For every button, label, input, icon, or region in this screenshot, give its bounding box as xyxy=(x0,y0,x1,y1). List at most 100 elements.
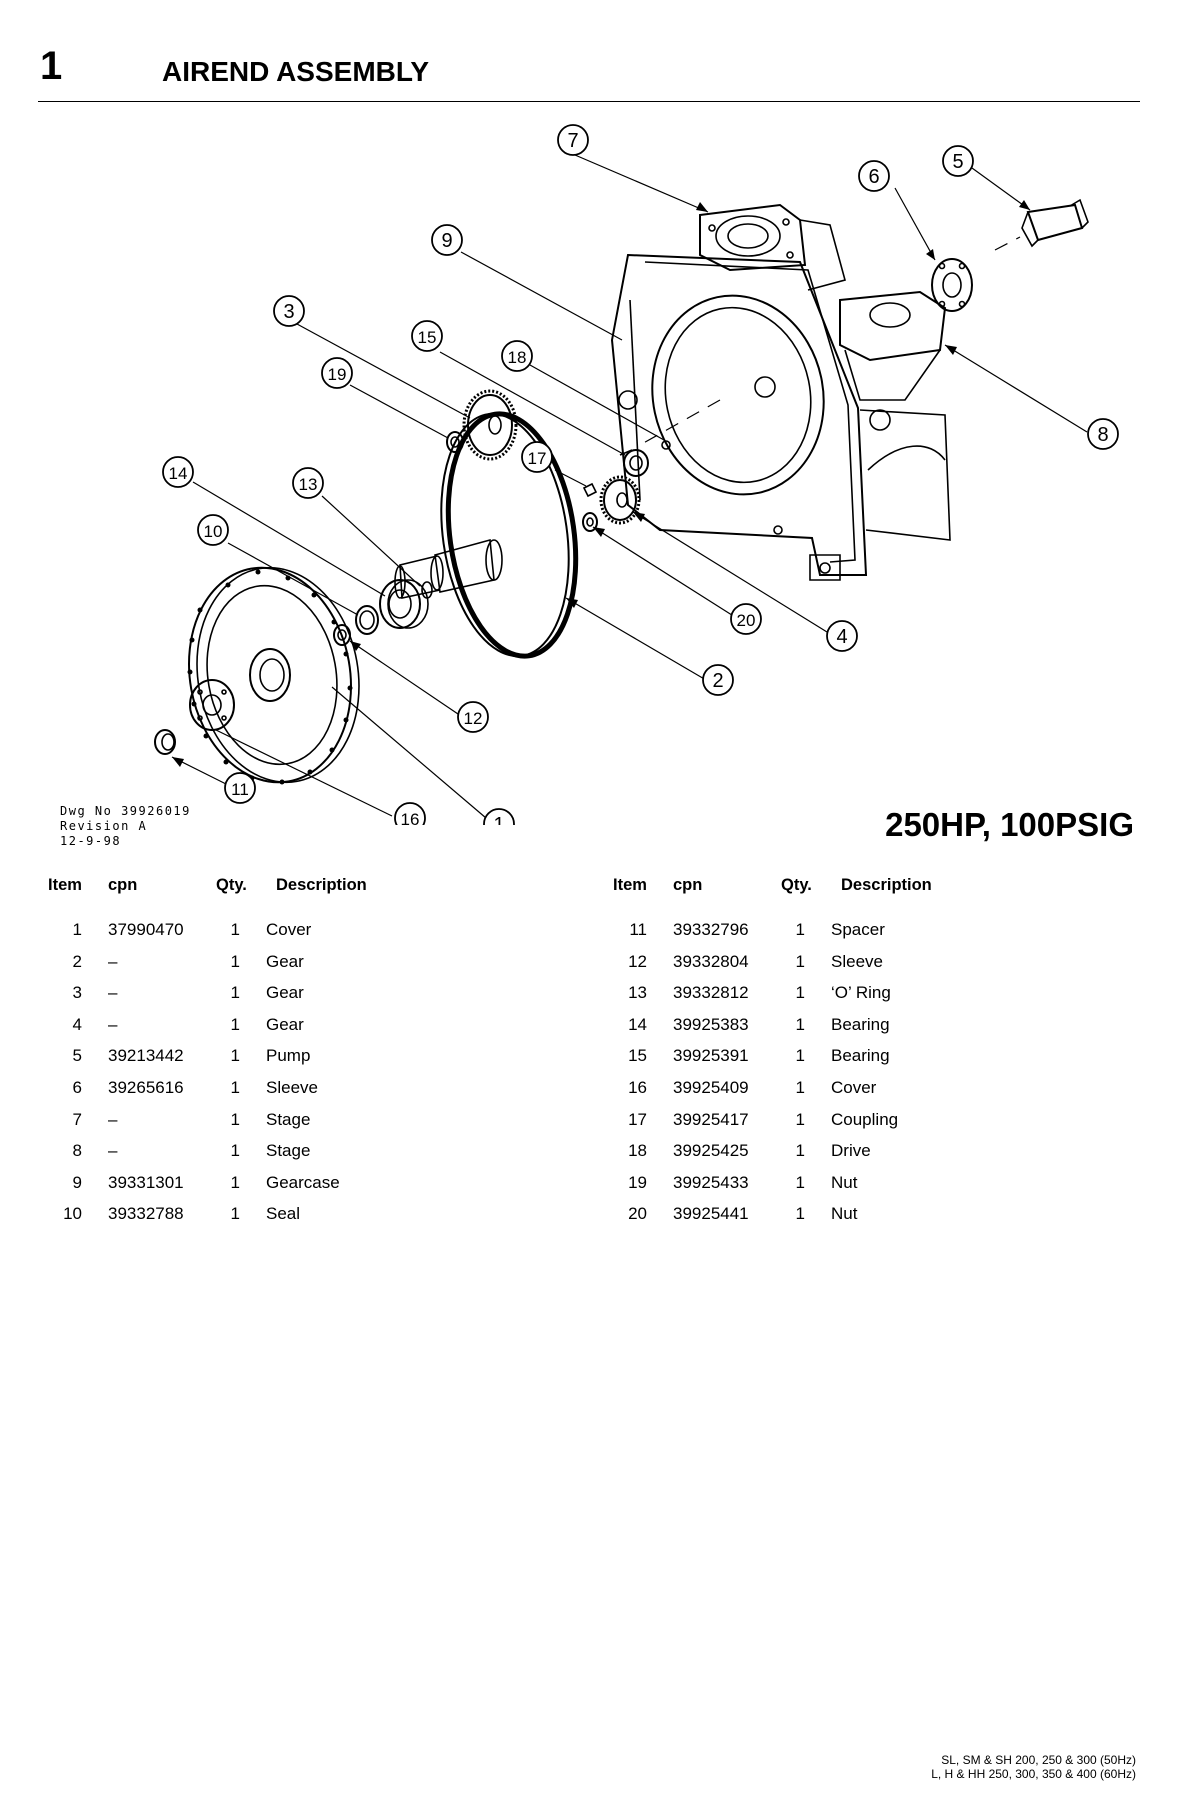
cell-item: 14 xyxy=(628,1014,647,1034)
cell-cpn: – xyxy=(108,951,118,971)
svg-text:16: 16 xyxy=(401,810,420,825)
section-number: 1 xyxy=(40,44,63,88)
cell-item: 12 xyxy=(628,951,647,971)
cell-qty: 1 xyxy=(795,1172,805,1192)
cell-item: 6 xyxy=(72,1077,82,1097)
cell-qty: 1 xyxy=(795,951,805,971)
cell-item: 4 xyxy=(72,1014,82,1034)
column-header-qty: Qty. xyxy=(781,876,812,894)
cell-cpn: 39331301 xyxy=(108,1172,184,1192)
svg-text:6: 6 xyxy=(868,166,879,188)
callout-16: 16 xyxy=(394,802,426,825)
gear-4-drawing xyxy=(599,475,641,525)
svg-text:3: 3 xyxy=(283,301,294,323)
cell-cpn: 39213442 xyxy=(108,1046,184,1066)
cell-description: Nut xyxy=(831,1172,858,1192)
model-label: 250HP, 100PSIG xyxy=(885,806,1134,843)
cell-cpn: 39332796 xyxy=(673,920,749,939)
seal-10-drawing xyxy=(355,605,379,635)
cell-item: 17 xyxy=(628,1109,647,1129)
cell-description: Spacer xyxy=(831,920,885,939)
callout-4: 4 xyxy=(826,620,858,652)
cell-qty: 1 xyxy=(230,951,240,971)
cell-qty: 1 xyxy=(230,1014,240,1034)
cell-description: Pump xyxy=(266,1046,311,1066)
cell-qty: 1 xyxy=(795,1109,805,1129)
sleeve-6-drawing xyxy=(931,258,973,312)
cell-description: Gear xyxy=(266,951,304,971)
svg-text:19: 19 xyxy=(328,365,347,384)
cell-description: Stage xyxy=(266,1109,311,1129)
footer-line-1: SL, SM & SH 200, 250 & 300 (50Hz) xyxy=(941,1753,1136,1767)
cell-qty: 1 xyxy=(230,1172,240,1192)
svg-text:20: 20 xyxy=(737,611,756,630)
column-header-cpn: cpn xyxy=(108,876,138,894)
cell-description: Gear xyxy=(266,1014,304,1034)
cell-cpn: 39332788 xyxy=(108,1204,184,1224)
gear-2-drawing xyxy=(394,411,579,659)
svg-text:13: 13 xyxy=(299,475,318,494)
cover-1-drawing xyxy=(187,566,360,785)
cell-item: 18 xyxy=(628,1141,647,1161)
callout-19: 19 xyxy=(321,357,353,389)
svg-text:5: 5 xyxy=(952,151,963,173)
stage-7-drawing xyxy=(699,203,846,291)
cell-item: 5 xyxy=(72,1046,82,1066)
cell-item: 9 xyxy=(72,1172,82,1192)
svg-text:12: 12 xyxy=(464,709,483,728)
cell-item: 10 xyxy=(63,1204,82,1224)
cover-16-drawing xyxy=(189,679,235,731)
cell-description: Cover xyxy=(266,920,312,939)
coupling-17-drawing xyxy=(582,482,598,498)
svg-text:4: 4 xyxy=(836,626,847,648)
spacer-11-drawing xyxy=(154,729,176,755)
cell-item: 1 xyxy=(72,920,82,939)
cell-description: Seal xyxy=(266,1204,301,1224)
nut-20-drawing xyxy=(582,512,598,532)
cell-description: Stage xyxy=(266,1141,311,1161)
cell-qty: 1 xyxy=(795,1141,805,1161)
svg-text:2: 2 xyxy=(712,670,723,692)
gearcase-drawing xyxy=(610,253,951,581)
header-divider xyxy=(38,101,1140,102)
column-header-qty: Qty. xyxy=(216,876,247,894)
cell-description: ‘O’ Ring xyxy=(831,983,891,1003)
drawing-date: 12-9-98 xyxy=(60,834,122,848)
axis-centerline xyxy=(639,236,1021,446)
column-header-item: Item xyxy=(613,876,647,894)
svg-text:14: 14 xyxy=(169,464,188,483)
cell-qty: 1 xyxy=(795,920,805,939)
drawing-number: Dwg No 39926019 xyxy=(60,804,191,818)
svg-text:10: 10 xyxy=(204,522,223,541)
cell-cpn: 39265616 xyxy=(108,1077,184,1097)
cell-cpn: 39925383 xyxy=(673,1014,749,1034)
cell-item: 13 xyxy=(628,983,647,1003)
cell-description: Drive xyxy=(831,1141,871,1161)
callout-15: 15 xyxy=(411,320,443,352)
callout-12: 12 xyxy=(457,701,489,733)
drawing-info: Dwg No 39926019 Revision A 12-9-98 xyxy=(60,804,191,849)
callout-10: 10 xyxy=(197,514,229,546)
cell-qty: 1 xyxy=(795,1046,805,1066)
svg-text:18: 18 xyxy=(508,348,527,367)
callout-5: 5 xyxy=(942,145,974,177)
cell-item: 7 xyxy=(72,1109,82,1129)
cell-cpn: 39925425 xyxy=(673,1141,749,1161)
cell-item: 16 xyxy=(628,1077,647,1097)
